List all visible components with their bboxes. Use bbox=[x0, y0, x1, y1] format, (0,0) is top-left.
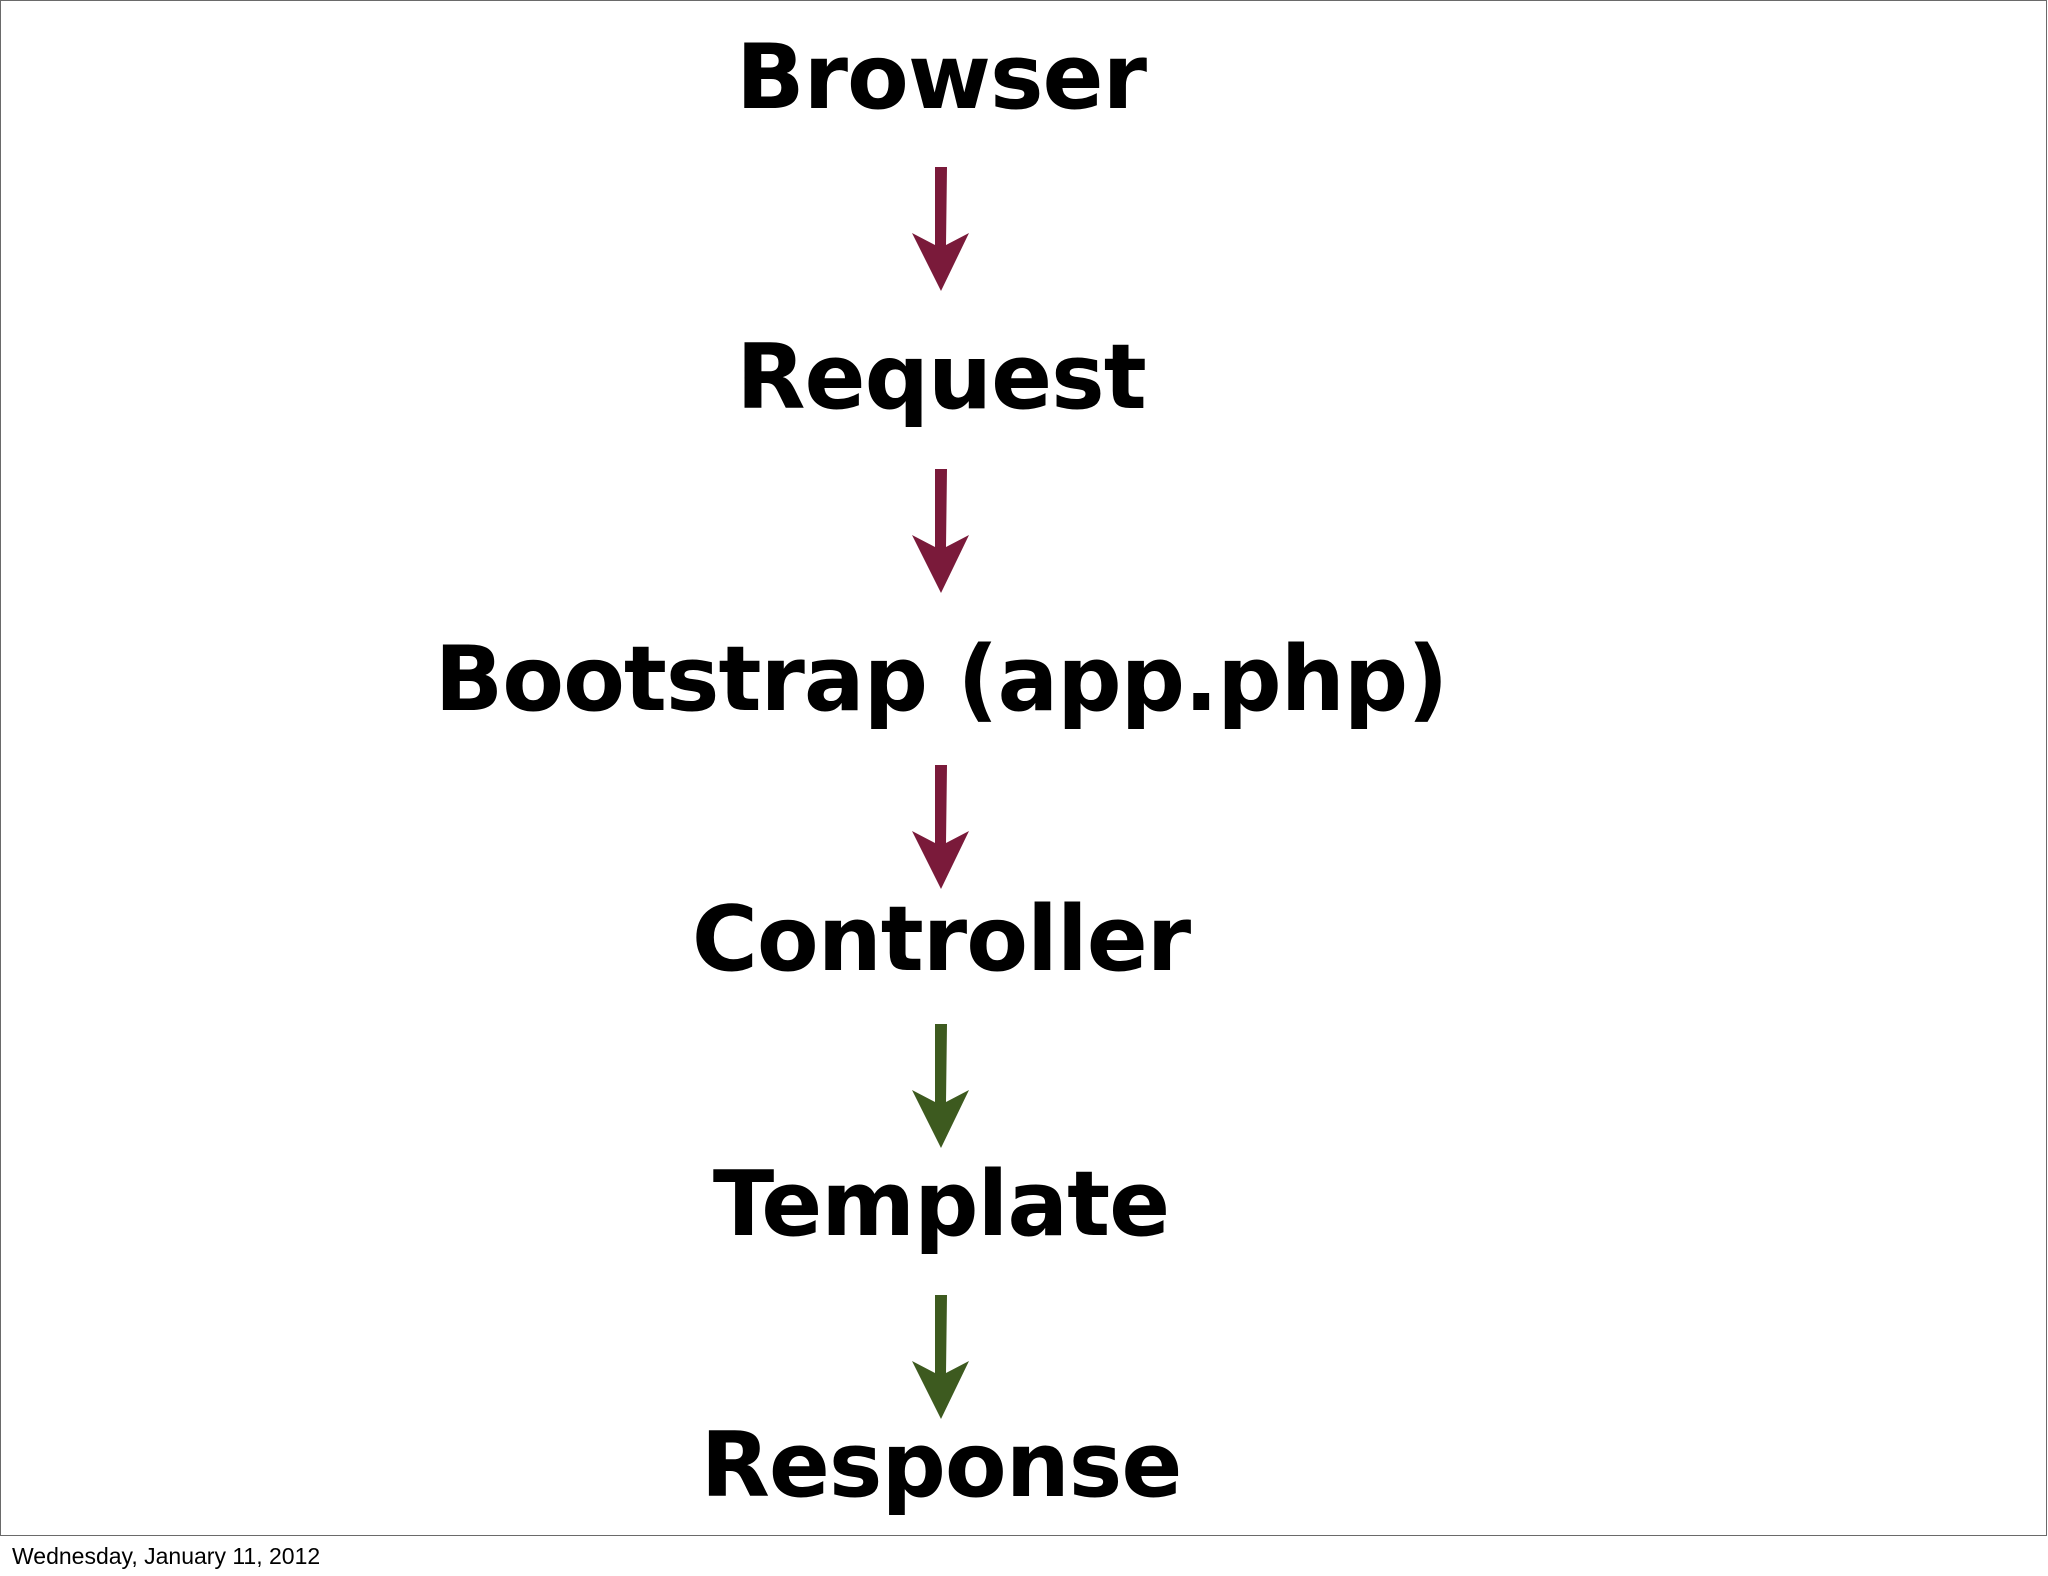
arrow-5-shape bbox=[912, 1295, 969, 1419]
step-controller: Controller bbox=[691, 887, 1191, 992]
step-browser: Browser bbox=[736, 25, 1147, 130]
arrow-2-svg bbox=[912, 469, 969, 593]
arrow-3-svg bbox=[912, 765, 969, 889]
step-request: Request bbox=[736, 325, 1146, 430]
arrow-down-icon bbox=[901, 469, 981, 599]
arrow-down-icon bbox=[901, 1024, 981, 1154]
step-template: Template bbox=[712, 1152, 1170, 1257]
arrow-down-icon bbox=[901, 1295, 981, 1425]
step-response: Response bbox=[700, 1413, 1183, 1518]
footer-date: Wednesday, January 11, 2012 bbox=[12, 1543, 321, 1569]
arrow-down-icon bbox=[901, 167, 981, 297]
slide: Browser Request Bootstrap (app.php) Cont… bbox=[0, 0, 2047, 1536]
arrow-3-shape bbox=[912, 765, 969, 889]
arrow-4-shape bbox=[912, 1024, 969, 1148]
arrow-4-svg bbox=[912, 1024, 969, 1148]
step-bootstrap: Bootstrap (app.php) bbox=[434, 627, 1449, 732]
arrow-1-shape bbox=[912, 167, 969, 291]
arrow-1-svg bbox=[912, 167, 969, 291]
arrow-down-icon bbox=[901, 765, 981, 895]
arrow-2-shape bbox=[912, 469, 969, 593]
arrow-5-svg bbox=[912, 1295, 969, 1419]
